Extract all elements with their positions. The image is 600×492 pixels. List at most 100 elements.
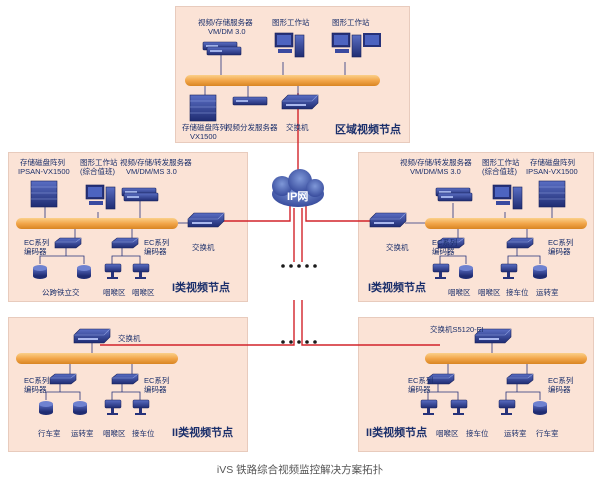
rc1-camera-4-icon [533, 265, 547, 279]
top-server-icon [202, 41, 242, 56]
bus-top [185, 75, 380, 86]
rc2-cam-label-4: 行车室 [536, 429, 559, 438]
lc2-camera-4-icon [132, 399, 150, 416]
lc1-cam-label-2: 咽喉区 [103, 288, 126, 297]
lc2-enc1-label-1: EC系列 [24, 376, 50, 385]
top-ws-label-2: 图形工作站 [332, 18, 370, 27]
lc1-enc2-label-2: 编码器 [144, 247, 167, 256]
lc2-title: II类视频节点 [172, 427, 234, 439]
top-switch-label: 交换机 [286, 123, 309, 132]
rc1-storage-label-1: 存储磁盘阵列 [530, 158, 575, 167]
lc2-encoder-2-icon [111, 373, 139, 385]
top-dist-label: 视频分发服务器 [225, 123, 278, 132]
rc2-cam-label-3: 运转室 [504, 429, 527, 438]
rc1-server-label-1: 视频/存储/转发服务器 [400, 158, 472, 167]
rc1-cam-label-2: 咽喉区 [478, 288, 501, 297]
rc1-camera-1-icon [432, 263, 450, 280]
lc2-encoder-1-icon [49, 373, 77, 385]
rc1-cam-label-1: 咽喉区 [448, 288, 471, 297]
rc1-camera-3-icon [500, 263, 518, 280]
rc1-encoder-2-icon [506, 237, 534, 249]
rc2-camera-2-icon [450, 399, 468, 416]
top-storage-label-2: VX1500 [190, 132, 217, 141]
lc2-enc2-label-1: EC系列 [144, 376, 170, 385]
figure-caption: iVS 铁路综合视频监控解决方案拓扑 [216, 464, 384, 476]
lc2-cam-label-2: 运转室 [71, 429, 94, 438]
lc1-camera-3-icon [104, 263, 122, 280]
lc1-encoder-1-icon [54, 237, 82, 249]
ellipsis-dots [281, 264, 317, 344]
lc2-enc1-label-2: 编码器 [24, 385, 47, 394]
ip-network-cloud-icon [272, 169, 324, 207]
lc1-cam-label-1: 公跨铁立交 [42, 288, 80, 297]
top-ws-label-1: 图形工作站 [272, 18, 310, 27]
lc1-title: I类视频节点 [172, 282, 231, 294]
rc2-enc1-label-2: 编码器 [408, 385, 431, 394]
lc1-camera-4-icon [132, 263, 150, 280]
top-node-title: 区域视频节点 [335, 124, 401, 136]
rc2-title: II类视频节点 [366, 427, 428, 439]
bus-left-class2 [16, 353, 178, 364]
rc1-ws-label-2: (综合值班) [482, 167, 517, 176]
lc1-storage-label-1: 存储磁盘阵列 [20, 158, 65, 167]
top-switch-icon [281, 94, 319, 110]
rc1-enc1-label-1: EC系列 [432, 238, 458, 247]
rc2-encoder-2-icon [506, 373, 534, 385]
lc2-cam-label-4: 接车位 [132, 429, 155, 438]
rc2-camera-1-icon [420, 399, 438, 416]
lc1-ws-label-1: 图形工作站 [80, 158, 118, 167]
rc1-title: I类视频节点 [368, 282, 427, 294]
lc2-enc2-label-2: 编码器 [144, 385, 167, 394]
top-server-label-2: VM/DM 3.0 [208, 27, 246, 36]
rc1-server-icon [435, 187, 473, 202]
rc2-switch-label: 交换机S5120-EI [430, 325, 484, 334]
rc1-cam-label-4: 运转室 [536, 288, 559, 297]
rc1-server-label-2: VM/DM/MS 3.0 [410, 167, 461, 176]
lc1-enc1-label-1: EC系列 [24, 238, 50, 247]
rc1-switch-icon [369, 212, 407, 228]
top-dist-server-icon [232, 96, 268, 106]
top-workstation-2-icon [331, 32, 381, 58]
lc1-encoder-2-icon [111, 237, 139, 249]
lc1-switch-icon [187, 212, 225, 228]
lc2-switch-icon [73, 328, 111, 344]
lc1-storage-label-2: IPSAN-VX1500 [18, 167, 70, 176]
rc2-enc2-label-1: EC系列 [548, 376, 574, 385]
rc1-ws-label-1: 图形工作站 [482, 158, 520, 167]
rc2-cam-label-2: 接车位 [466, 429, 489, 438]
lc2-camera-2-icon [73, 401, 87, 415]
lc1-camera-2-icon [77, 265, 91, 279]
ip-network-label: IP网 [287, 191, 309, 203]
lc2-switch-label: 交换机 [118, 334, 141, 343]
top-storage-icon [189, 94, 217, 122]
rc1-switch-label: 交换机 [386, 243, 409, 252]
rc1-cam-label-3: 接车位 [506, 288, 529, 297]
rc1-workstation-icon [492, 184, 523, 210]
lc1-server-label-2: VM/DM/MS 3.0 [126, 167, 177, 176]
lc1-workstation-icon [85, 184, 116, 210]
bus-right-class1 [425, 218, 587, 229]
rc1-enc1-label-2: 编码器 [432, 247, 455, 256]
lc2-camera-1-icon [39, 401, 53, 415]
rc1-enc2-label-2: 编码器 [548, 247, 571, 256]
top-storage-label-1: 存储磁盘阵列 [182, 123, 227, 132]
top-workstation-icon [274, 32, 305, 58]
rc1-storage-icon [538, 180, 566, 208]
lc1-camera-1-icon [33, 265, 47, 279]
top-server-label-1: 视频/存储服务器 [198, 18, 253, 27]
bus-left-class1 [16, 218, 178, 229]
lc2-cam-label-1: 行车室 [38, 429, 61, 438]
lc2-camera-3-icon [104, 399, 122, 416]
rc1-storage-label-2: IPSAN-VX1500 [526, 167, 578, 176]
rc2-camera-4-icon [533, 401, 547, 415]
lc2-cam-label-3: 咽喉区 [103, 429, 126, 438]
lc1-enc1-label-2: 编码器 [24, 247, 47, 256]
lc1-ws-label-2: (综合值班) [80, 167, 115, 176]
lc1-server-label-1: 视频/存储/转发服务器 [120, 158, 192, 167]
rc1-enc2-label-1: EC系列 [548, 238, 574, 247]
lc1-storage-icon [30, 180, 58, 208]
rc2-enc1-label-1: EC系列 [408, 376, 434, 385]
rc2-camera-3-icon [498, 399, 516, 416]
lc1-enc2-label-1: EC系列 [144, 238, 170, 247]
lc1-server-icon [121, 187, 159, 202]
